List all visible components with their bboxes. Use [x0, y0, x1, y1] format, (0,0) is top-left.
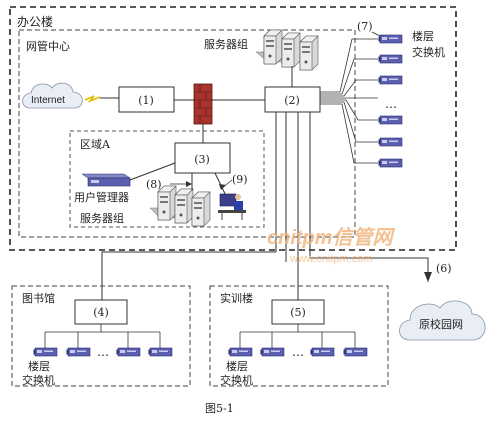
floor-switch-lib-label-2: 交换机 [22, 373, 55, 387]
node-4-label: (4) [93, 306, 109, 319]
zone-a-label: 区域A [80, 138, 111, 151]
floor-switch-train-label-1: 楼层 [226, 359, 248, 373]
node-9-label: (9) [232, 173, 248, 186]
office-building-boundary [9, 6, 457, 251]
right-ellipsis: … [385, 97, 397, 111]
trunk-lines [101, 112, 429, 305]
arrow-6 [424, 272, 432, 282]
watermark-logo: cnitpm信管网 [267, 226, 396, 249]
node-7-label: (7) [357, 20, 373, 33]
server-group-top [255, 29, 319, 71]
workstation-icon [218, 193, 246, 220]
campus-net-cloud: 原校园网 [399, 300, 486, 341]
server-group-top-label: 服务器组 [204, 37, 248, 51]
node-5-label: (5) [290, 306, 306, 319]
firewall-icon [193, 83, 213, 125]
office-building-label: 办公楼 [17, 14, 53, 29]
floor-switch-lib-label-1: 楼层 [28, 359, 50, 373]
library-label: 图书馆 [22, 291, 55, 305]
training-ellipsis: … [292, 345, 304, 359]
watermark-url: www.cnitpm.com [289, 253, 373, 265]
nm-center-boundary [18, 29, 356, 238]
node-4-box [74, 299, 128, 325]
training-switch-links [239, 324, 356, 348]
link-3-user-manager [129, 162, 176, 181]
internet-cloud: Internet [22, 82, 83, 109]
server-group-a-label: 服务器组 [80, 211, 124, 225]
user-manager-label: 用户管理器 [74, 190, 129, 204]
library-ellipsis: … [97, 345, 109, 359]
node-1-box [118, 86, 175, 113]
node-3-label: (3) [194, 153, 210, 166]
floor-switch-right-label-2: 交换机 [412, 45, 445, 59]
floor-switch-links [320, 38, 378, 164]
node-1-label: (1) [138, 94, 154, 107]
training-boundary [209, 285, 389, 387]
figure-caption: 图5-1 [205, 402, 234, 415]
node-6-label: (6) [436, 262, 452, 275]
internet-label: Internet [31, 95, 65, 106]
nm-center-label: 网管中心 [26, 39, 70, 53]
node-2-label: (2) [284, 94, 300, 107]
library-boundary [11, 285, 191, 387]
node-5-box [271, 299, 325, 325]
campus-net-label: 原校园网 [419, 317, 463, 331]
floor-switch-right-label-1: 楼层 [412, 29, 434, 43]
zone-a-boundary [69, 130, 265, 228]
node-3-box [174, 142, 231, 174]
floor-switch-train-label-2: 交换机 [220, 373, 253, 387]
node-2-box [264, 86, 321, 113]
user-manager-device [81, 173, 131, 187]
training-label: 实训楼 [220, 291, 253, 305]
server-group-zone-a [149, 185, 211, 227]
lightning-icon [84, 95, 101, 103]
node-8-label: (8) [146, 178, 162, 191]
library-switch-links [44, 324, 161, 348]
